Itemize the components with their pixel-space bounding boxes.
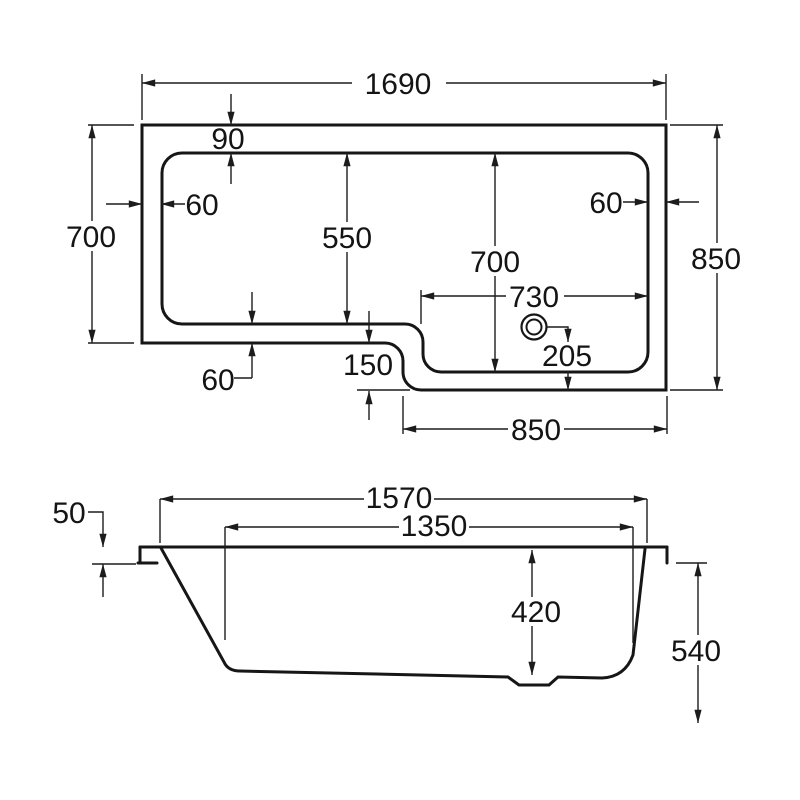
dim-top-length: 1570 <box>159 482 648 543</box>
plan-inner-outline <box>160 151 650 374</box>
dim-label: 150 <box>343 349 393 382</box>
drain-outer-ring <box>520 313 548 341</box>
dim-bottom-rim: 60 <box>201 292 256 397</box>
side-view: 50 1570 1350 420 540 <box>52 482 721 724</box>
dim-label: 420 <box>511 596 561 629</box>
dim-label: 850 <box>511 414 561 447</box>
dim-label: 1570 <box>366 482 433 515</box>
dim-label: 205 <box>542 340 592 373</box>
dim-step-height: 150 <box>343 311 410 420</box>
dim-label: 700 <box>470 246 520 279</box>
dim-label: 730 <box>509 281 559 314</box>
dim-bottom-width: 850 <box>402 396 668 447</box>
dim-label: 700 <box>66 221 116 254</box>
dim-base-length: 1350 <box>224 510 634 643</box>
dim-top-rim: 90 <box>211 94 245 184</box>
drain-inner-ring <box>525 318 543 336</box>
side-interior-profile <box>159 546 647 687</box>
dim-rim-thickness: 50 <box>52 497 136 597</box>
dim-label: 1350 <box>401 510 468 543</box>
dim-right-rim: 60 <box>589 187 699 220</box>
dim-overall-width: 1690 <box>141 68 667 120</box>
dim-inner-right-height: 700 <box>470 152 520 373</box>
dim-right-height: 850 <box>670 124 741 391</box>
dim-label: 60 <box>185 189 218 222</box>
dim-label: 50 <box>52 497 85 530</box>
dim-label: 60 <box>201 364 234 397</box>
dim-left-rim: 60 <box>106 189 219 222</box>
dim-label: 540 <box>671 635 721 668</box>
dim-drain-offset: 205 <box>542 326 592 391</box>
plan-outer-outline <box>140 123 668 392</box>
leader-line <box>88 511 107 548</box>
dim-inner-depth: 420 <box>511 549 561 676</box>
dim-label: 550 <box>322 222 372 255</box>
dim-inner-left-height: 550 <box>322 152 372 325</box>
dim-label: 850 <box>691 243 741 276</box>
dim-inner-right-width: 730 <box>420 281 649 324</box>
dim-label: 90 <box>211 123 244 156</box>
dim-left-height: 700 <box>66 124 134 344</box>
plan-view: 1690 90 700 850 60 <box>66 68 741 447</box>
dim-label: 60 <box>589 187 622 220</box>
leader-line <box>547 326 572 343</box>
dim-overall-height: 540 <box>671 562 721 724</box>
dim-label: 1690 <box>365 68 432 101</box>
drain <box>520 313 548 341</box>
